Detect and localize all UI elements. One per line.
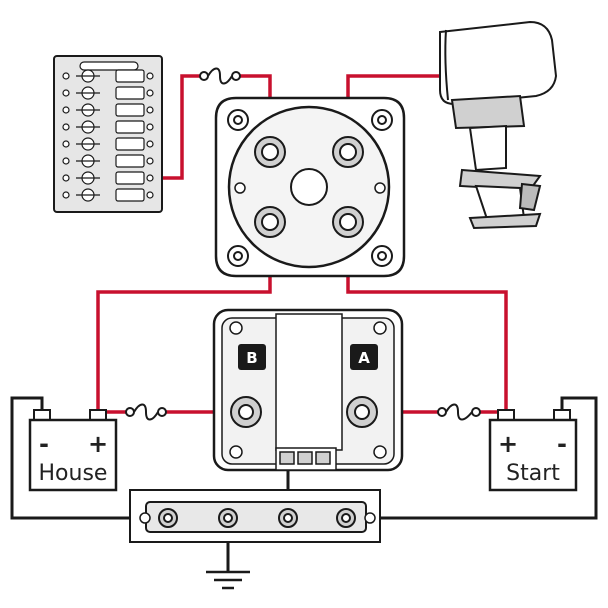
house-battery-label: House xyxy=(39,461,108,486)
ground-icon xyxy=(206,570,250,590)
switch-studs xyxy=(254,136,364,238)
fuse-start xyxy=(437,403,481,421)
start-negative-wire xyxy=(370,396,598,520)
fuse-house xyxy=(125,403,167,421)
panel-feed-wire xyxy=(162,74,202,180)
acr-terminal-a-label: A xyxy=(358,349,370,367)
switch-corner-bolts xyxy=(227,109,393,267)
start-battery-plus: + xyxy=(498,430,518,458)
battery-switch xyxy=(214,96,406,278)
panel-switch-rows xyxy=(62,69,154,202)
outboard-motor xyxy=(439,20,558,230)
start-battery-label: Start xyxy=(506,461,560,486)
house-battery-plus: + xyxy=(88,430,108,458)
house-negative-wire xyxy=(10,396,145,520)
acr-studs xyxy=(230,396,378,428)
bus-bar-studs xyxy=(158,508,356,528)
house-battery: - + House xyxy=(28,409,118,492)
fuse-top xyxy=(199,67,241,85)
start-battery: + - Start xyxy=(488,409,578,492)
acr-terminal-b-label: B xyxy=(246,349,257,367)
acr-unit: B A xyxy=(212,308,404,472)
negative-bus-bar xyxy=(129,489,381,543)
start-battery-minus: - xyxy=(557,430,567,458)
switch-panel xyxy=(53,55,163,213)
switch-small-holes xyxy=(234,182,386,194)
acr-connector xyxy=(275,447,337,471)
house-battery-minus: - xyxy=(39,430,49,458)
